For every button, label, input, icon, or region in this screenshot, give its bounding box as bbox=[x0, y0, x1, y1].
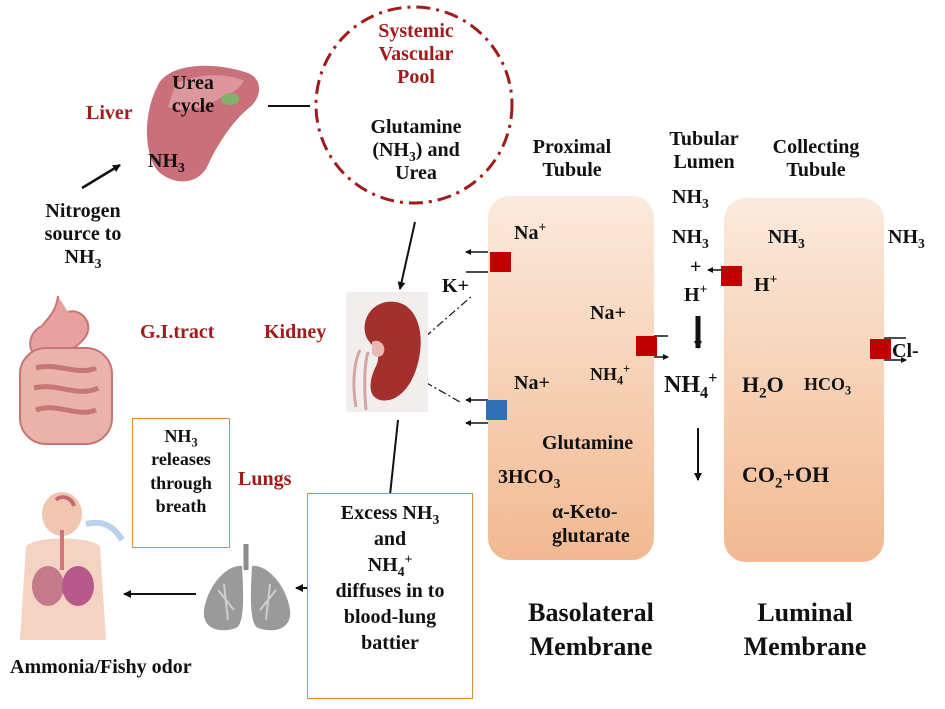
proximal-na-label-3: Na+ bbox=[514, 372, 550, 394]
lumen-hplus: H+ bbox=[684, 281, 708, 306]
collecting-cl: Cl- bbox=[892, 340, 919, 362]
keto-label: α-Keto- glutarate bbox=[552, 501, 630, 547]
systemic-pool-circle bbox=[314, 5, 514, 205]
proximal-tubule bbox=[488, 196, 654, 560]
pool-to-kidney-arrow bbox=[397, 221, 416, 290]
collecting-co2oh: CO2+OH bbox=[742, 462, 830, 492]
collecting-nh3: NH3 bbox=[768, 226, 805, 251]
cl-hco3-exchanger bbox=[870, 339, 891, 359]
body-image bbox=[20, 492, 125, 640]
collecting-hco3: HCO3 bbox=[804, 374, 852, 398]
h-transporter bbox=[721, 266, 742, 286]
proximal-tubule-header: Proximal Tubule bbox=[532, 136, 612, 181]
kidney-label: Kidney bbox=[264, 321, 327, 343]
luminal-membrane-label: Luminal Membrane bbox=[743, 598, 867, 661]
urea-cycle-label: Urea cycle bbox=[171, 72, 215, 117]
proximal-nh4-label: NH4+ bbox=[590, 362, 631, 388]
lumen-nh4: NH4+ bbox=[664, 368, 718, 402]
lumen-plus: + bbox=[690, 256, 702, 278]
collecting-tubule bbox=[724, 198, 884, 562]
nitrogen-source-label: Nitrogen source to NH3 bbox=[44, 200, 122, 271]
collecting-h2o: H2O bbox=[742, 372, 784, 402]
gi-tract-label: G.I.tract bbox=[140, 321, 215, 343]
collecting-tubule-header: Collecting Tubule bbox=[772, 136, 860, 181]
blue-transporter bbox=[486, 400, 507, 420]
proximal-na-label-1: Na+ bbox=[514, 219, 547, 244]
breath-box: NH3 releases through breath bbox=[132, 418, 230, 548]
liver-image bbox=[146, 65, 260, 182]
nitrogen-to-liver-arrow bbox=[81, 163, 121, 190]
lumen-nh3-mid: NH3 bbox=[672, 226, 709, 251]
lungs-image bbox=[203, 544, 291, 631]
pool-content: Glutamine (NH3) and Urea bbox=[370, 116, 462, 184]
hco3-label: 3HCO3 bbox=[498, 466, 561, 491]
collecting-hplus: H+ bbox=[754, 271, 778, 296]
excess-box: Excess NH3 and NH4+ diffuses in to blood… bbox=[307, 493, 473, 699]
kidney-image bbox=[346, 292, 428, 412]
proximal-na-label-2: Na+ bbox=[590, 302, 626, 324]
proximal-k-label: K+ bbox=[442, 275, 469, 297]
na-k-transporter bbox=[490, 252, 511, 272]
collecting-nh3-out: NH3 bbox=[888, 226, 925, 251]
lumen-nh3-top: NH3 bbox=[672, 186, 709, 211]
liver-label: Liver bbox=[86, 102, 133, 124]
basolateral-membrane-label: Basolateral Membrane bbox=[528, 598, 654, 661]
liver-nh3-label: NH3 bbox=[148, 150, 185, 175]
lungs-label: Lungs bbox=[238, 468, 292, 490]
pool-title: Systemic Vascular Pool bbox=[378, 20, 454, 88]
na-nh4-transporter bbox=[636, 336, 657, 356]
gi-tract-image bbox=[19, 295, 113, 445]
odor-label: Ammonia/Fishy odor bbox=[10, 656, 192, 678]
tubular-lumen-header: Tubular Lumen bbox=[669, 128, 739, 173]
glutamine-label: Glutamine bbox=[542, 432, 634, 454]
